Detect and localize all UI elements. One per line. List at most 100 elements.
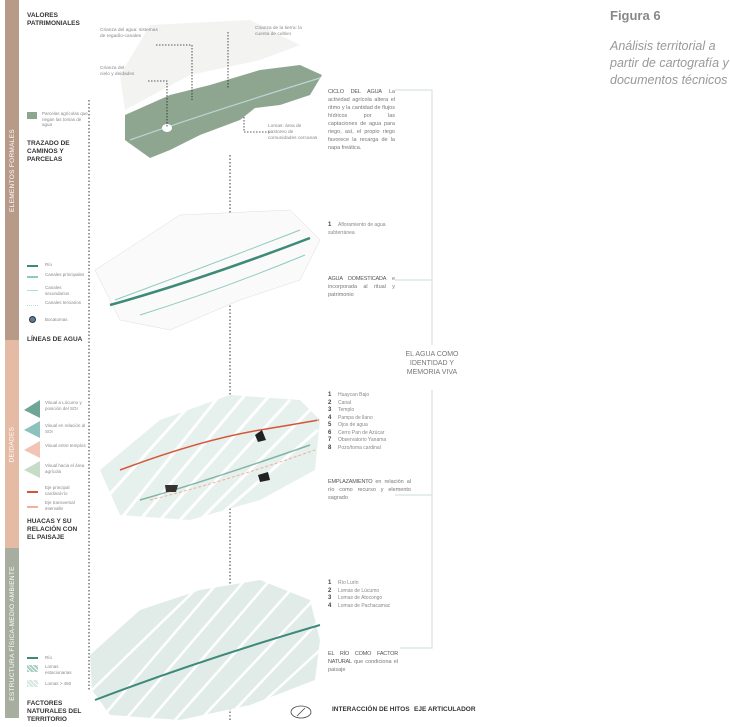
list-item: 3 Lomas de Atocongo [328,595,423,603]
item-number: 2 [328,587,332,594]
item-label: Río Lurín [338,580,359,586]
triangle-icon [24,421,40,438]
text-body: que condiciona el paisaje [328,659,398,673]
legend-lomas: Lomas estacionarias [45,664,72,675]
heading-huacas: HUACAS Y SU RELACIÓN CON EL PAISAJE [27,518,78,541]
legend-canales-secundarios: Canales secundarios [45,285,70,296]
legend-visual-3: Visual entre templos [45,443,86,448]
river-line [129,77,321,141]
heading-lineas-agua: LÍNEAS DE AGUA [27,336,83,343]
callout-crianza-agua: Crianza del agua: sistemas de regadío-ca… [100,28,158,39]
text-ciclo-agua: CICLO DEL AGUA La actividad agrícola alt… [328,88,395,152]
legend-rio: Río [45,262,53,267]
triangle-icon [24,400,40,418]
text-body: e incorporada al ritual y patrimonio [328,276,396,298]
band-estructura: ESTRUCTURA FÍSICA-MEDIO AMBIENTE [5,548,19,718]
hatch [98,394,319,522]
item-label: Observatorio Yanama [338,437,387,443]
river-line [109,236,311,307]
interaction-icon [290,705,312,719]
vertical-dotted-connectors [88,100,231,720]
swatch-parcelas [27,112,37,119]
map-factores-naturales [90,579,321,721]
swatch-eje-transversal [27,506,38,508]
item-number: 5 [328,422,332,428]
text-title: EL RÍO COMO FACTOR NATURAL [328,651,398,665]
heading-factores: FACTORES NATURALES DEL TERRITORIO [27,700,82,723]
legend-canales-principales: Canales principales [45,272,85,277]
triangle-icon [24,461,40,478]
legend-canales-terciarios: Canales terciarios [45,300,82,305]
heading-trazado: TRAZADO DE CAMINOS Y PARCELAS [27,140,70,163]
item-number: 3 [328,595,332,601]
swatch-eje-principal [27,491,38,493]
text-body: en relación al río como recurso y elemen… [328,479,412,501]
item-label: Pozo/toma cardinal [338,444,381,451]
item-label: Huaycan Bajo [338,392,370,398]
heading-valores: VALORES PATRIMONIALES [27,12,80,27]
text-agua-domesticada: AGUA DOMESTICADA e incorporada al ritual… [328,275,395,299]
item-label: Lomas de Atocongo [338,595,383,601]
swatch-rio-2 [27,657,38,659]
map-valores-patrimoniales [120,20,322,158]
legend-bocatomas: Bocatomas [45,317,68,322]
river-line [94,624,321,701]
visual-triangles-legend [24,400,40,478]
parcelas-agricolas [125,65,322,158]
map-lineas-de-agua [94,209,321,331]
triangle-icon [24,441,40,458]
legend-visual-2: Visual en relación al SOI [45,423,86,434]
item-label: Lomas de Pachacamac [338,602,391,609]
text-emplazamiento: EMPLAZAMIENTO en relación al río como re… [328,478,411,502]
text-title: EMPLAZAMIENTO [328,479,373,485]
item-label: Cerro Pan de Azúcar [338,429,385,436]
item-label: Canal [338,399,352,406]
legend-visual-1: Visual a Lúcumo y posición del SOI [45,400,82,411]
figure-title: Figura 6 [610,8,661,23]
item-label: Lomas de Lúcumo [338,587,380,594]
eje-articulador-bracket [395,89,433,649]
list-item: 1 Río Lurín [328,580,423,588]
swatch-canales-terciarios [27,305,38,306]
list-item: 6 Cerro Pan de Azúcar [328,430,423,438]
swatch-lomas-450 [27,680,38,687]
text-body: La actividad agrícola altera el ritmo y … [328,89,395,151]
legend-rio-2: Río [45,655,53,660]
item-number: 6 [328,429,332,436]
callout-crianza-tierra: Crianza de la tierra: la cuenta de culti… [255,26,302,37]
item-number: 3 [328,407,332,413]
legend-parcelas: Parcelas agrícolas que riegan las tomas … [42,111,88,127]
item-number: 1 [328,222,332,228]
footer-eje: EJE ARTICULADOR [414,706,476,713]
band-deidades: DEIDADES [5,340,19,548]
item-number: 1 [328,580,332,586]
legend-visual-4: Visual hacia el área agrícola [45,463,85,474]
list-item: 5 Ojos de agua [328,422,423,430]
band-elementos-formales: ELEMENTOS FORMALES [5,0,19,340]
list-item: 3 Templo [328,407,423,415]
factores-list: 1 Río Lurín 2 Lomas de Lúcumo 3 Lomas de Atoc… [328,580,423,610]
footer-interaccion: INTERACCIÓN DE HITOS [332,706,410,713]
legend-lomas-450: Lomas > 450 [45,681,72,686]
swatch-canales-secundarios [27,290,38,291]
list-item: 2 Lomas de Lúcumo [328,588,423,596]
item-label: Afloramiento de agua subterránea [328,222,386,236]
eje-transversal [149,449,316,501]
legend-eje-transversal: Eje transversal intervalle [45,500,75,511]
text-title: CICLO DEL AGUA [328,89,382,95]
map-huacas [98,394,320,522]
callout-crianza-cielo: Crianza del cielo y deidades [100,66,135,77]
item-label: Ojos de agua [338,422,368,428]
item-label: Templo [338,407,355,413]
swatch-rio [27,265,38,267]
text-rio: EL RÍO COMO FACTOR NATURAL que condicion… [328,650,398,674]
figure-caption: Análisis territorial a partir de cartogr… [610,39,729,87]
